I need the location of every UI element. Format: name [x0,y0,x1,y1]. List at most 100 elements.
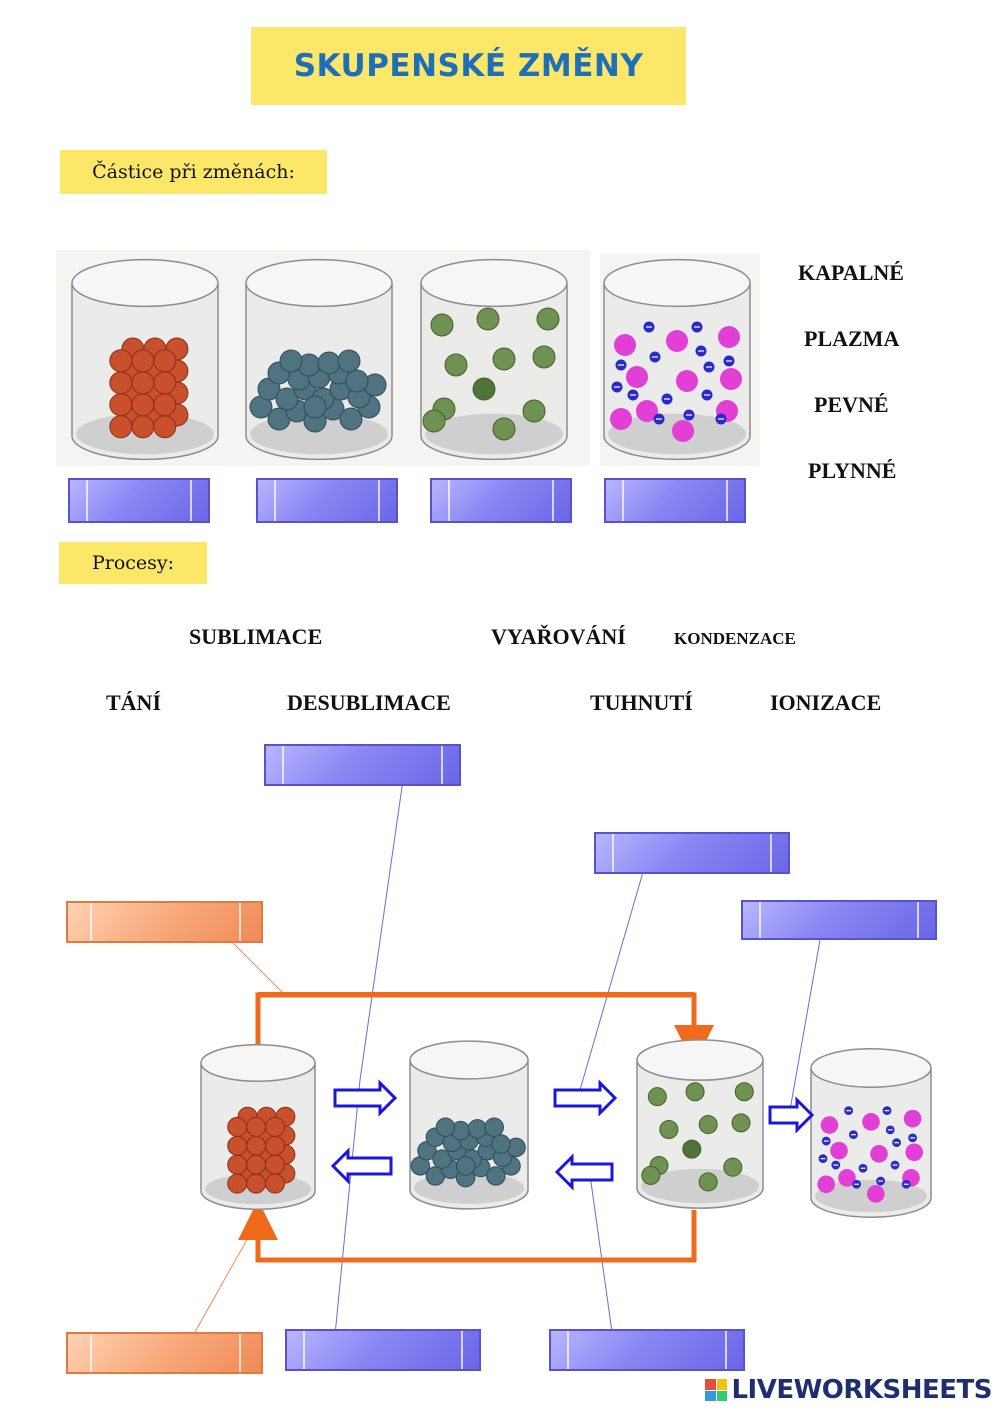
particle [227,1173,248,1194]
jar-solid [71,258,219,461]
drop-box-sublimation[interactable] [66,901,263,943]
particle [337,349,361,373]
particle [723,1157,743,1177]
particle [532,345,556,369]
particle [246,1173,267,1194]
sublimation-arrow [255,992,714,1065]
drop-box-process-solidify[interactable] [285,1329,481,1371]
particle [227,1135,248,1156]
process-diagram [194,779,932,1336]
jar-plasma-small [810,1048,932,1218]
drop-box-desublimation[interactable] [66,1332,263,1374]
ion [672,419,694,442]
liveworksheets-logo: LIVEWORKSHEETS [705,1375,992,1405]
ion [666,329,688,352]
word-ionizace[interactable]: IONIZACE [770,690,882,715]
particle [492,417,516,441]
arrow-condensation [554,1153,614,1191]
particle [422,409,446,433]
jar-gas-small [636,1039,764,1209]
arrow-melting [333,1079,398,1117]
ion [867,1185,885,1203]
particle [647,1087,667,1107]
arrow-solidification [330,1147,393,1185]
state-jars [56,250,760,466]
word-tani[interactable]: TÁNÍ [106,690,162,715]
ion [614,333,636,356]
section-processes-label: Procesy: [91,552,175,574]
particle [246,1154,267,1175]
jar-gas [420,258,568,461]
arrow-vaporization [553,1079,618,1117]
particle [345,369,369,393]
particle [131,371,155,395]
particle [698,1172,718,1192]
particle [265,1116,285,1137]
particle [472,377,496,401]
particle [492,347,516,371]
drop-box-state-3[interactable] [430,478,572,523]
particle [698,1115,718,1135]
section-particles-label: Částice při změnách: [92,161,295,183]
particle [275,387,299,411]
connector-line [359,779,404,1081]
word-plynne[interactable]: PLYNNÉ [808,458,897,483]
word-vyparovani[interactable]: VYAŘOVÁNÍ [491,624,626,649]
particle [227,1116,248,1137]
particle [486,1166,506,1186]
particle [131,393,155,417]
drop-box-process-vapor[interactable] [594,832,790,874]
particle [279,349,303,373]
particle [265,1135,285,1156]
particle [430,313,454,337]
word-kapalne[interactable]: KAPALNÉ [798,260,904,285]
particle [435,1117,456,1137]
particle [467,1119,488,1139]
drop-box-process-condense[interactable] [549,1329,745,1371]
particle [317,351,341,375]
particle [153,349,177,373]
particle [109,415,133,439]
ion [905,1143,923,1162]
word-tuhnuti[interactable]: TUHNUTÍ [590,690,693,715]
drop-box-process-top[interactable] [264,744,461,786]
word-plazma[interactable]: PLAZMA [804,326,900,351]
jar-liquid [245,258,393,461]
particle [265,1173,285,1194]
jar-solid-small [200,1044,316,1210]
ion [610,407,632,430]
ion [862,1113,880,1131]
drop-box-state-4[interactable] [604,478,746,523]
title-banner: SKUPENSKÉ ZMĚNY [251,27,686,105]
drop-box-process-ionize[interactable] [741,900,937,940]
ion [830,1141,848,1160]
particle [265,1154,285,1175]
drop-box-state-2[interactable] [256,478,398,523]
particle [246,1116,267,1137]
connector-line [334,1079,361,1336]
word-sublimace[interactable]: SUBLIMACE [189,624,323,649]
particle [153,393,177,417]
particle [246,1135,267,1156]
particle [109,393,133,417]
logo-icon [705,1379,728,1401]
particle [109,349,133,373]
ion [676,369,698,392]
particle [484,1117,504,1137]
ion [718,325,740,348]
ion [636,399,658,422]
desublimation-arrow [238,1200,697,1263]
section-particles: Částice při změnách: [60,150,327,194]
particle [522,399,546,423]
connector-line [579,871,644,1091]
connector-line [229,939,286,996]
particle [536,307,560,331]
drop-box-state-1[interactable] [68,478,210,523]
particle [455,1156,476,1176]
section-processes: Procesy: [59,542,207,584]
word-desublimace[interactable]: DESUBLIMACE [287,690,451,715]
particle [734,1082,754,1102]
jar-plasma [603,258,751,461]
word-kondenzace[interactable]: KONDENZACE [674,629,796,648]
word-pevne[interactable]: PEVNÉ [814,392,889,417]
